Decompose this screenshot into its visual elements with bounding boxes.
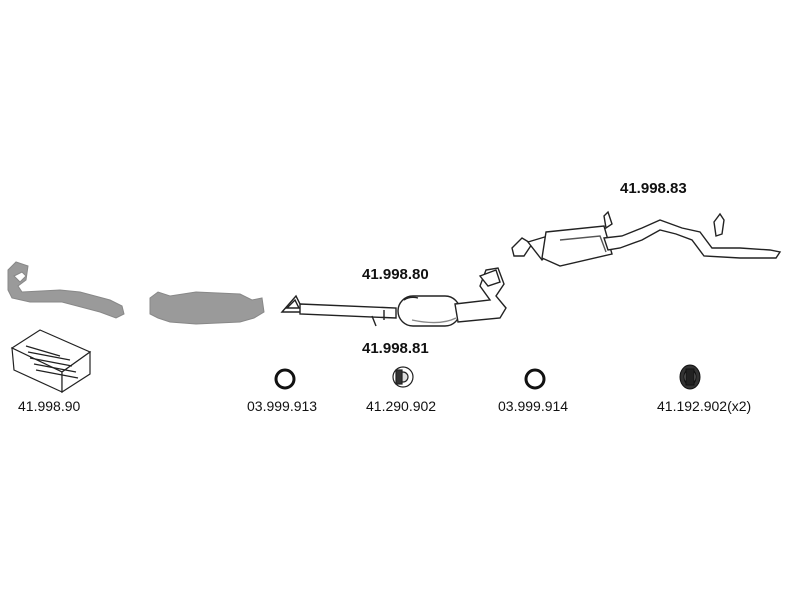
rear-silencer-part-number: 41.998.83 <box>620 180 687 197</box>
mounting-kit-box <box>10 329 92 394</box>
rear-silencer <box>511 210 782 267</box>
clamp-part-number: 41.290.902 <box>366 398 437 414</box>
ring-1-part-number: 03.999.913 <box>247 398 318 414</box>
ring-gasket-2 <box>524 368 546 390</box>
rubber-hanger <box>679 364 701 390</box>
center-silencer-part-number: 41.998.80 <box>362 266 429 283</box>
center-silencer <box>280 267 507 327</box>
center-silencer-alt-part-number: 41.998.81 <box>362 340 429 357</box>
ring-2-part-number: 03.999.914 <box>498 398 569 414</box>
rubber-hanger-part-number: 41.192.902(x2) <box>657 398 752 414</box>
catalytic-converter <box>149 291 265 325</box>
mounting-kit-part-number: 41.998.90 <box>18 398 81 414</box>
ring-gasket-1 <box>274 368 296 390</box>
front-pipe <box>7 261 125 319</box>
clamp <box>392 366 414 388</box>
